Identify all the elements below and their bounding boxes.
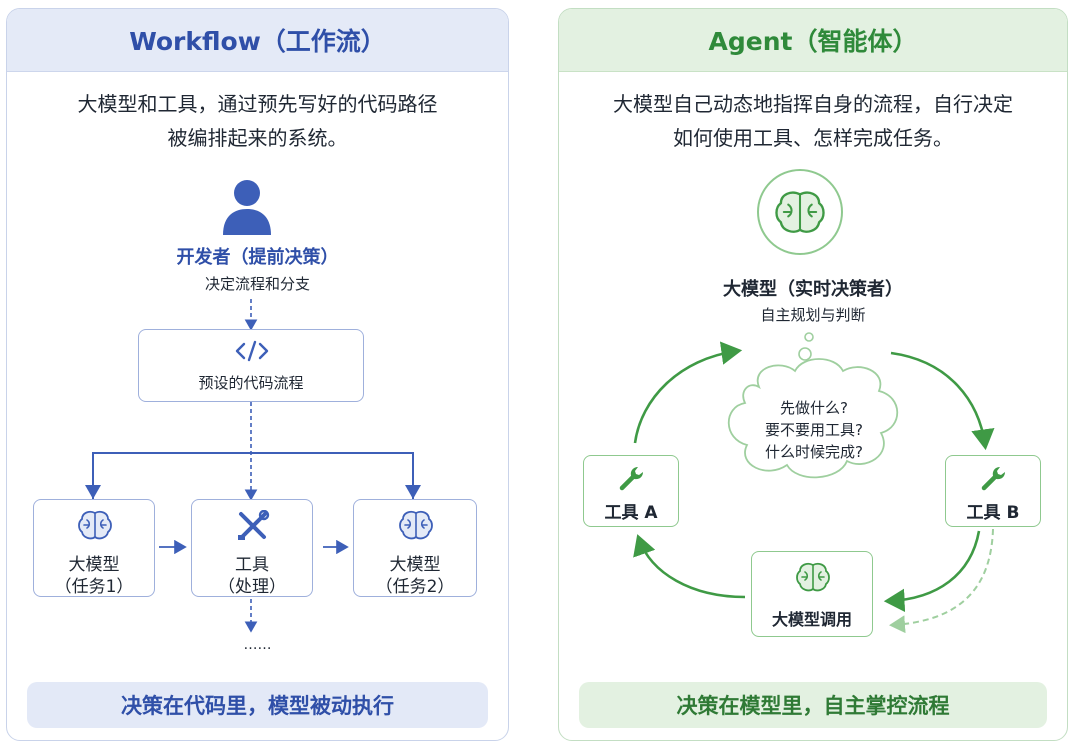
workflow-panel: Workflow（工作流） 大模型和工具，通过预先写好的代码路径 被编排起来的系… xyxy=(6,8,509,741)
node2-line1: 工具 xyxy=(235,555,269,575)
workflow-node-tool: 工具 （处理） xyxy=(191,499,313,597)
workflow-description-line1: 大模型和工具，通过预先写好的代码路径 xyxy=(77,92,438,116)
brain-icon xyxy=(399,510,433,540)
workflow-description-line2: 被编排起来的系统。 xyxy=(167,126,348,150)
agent-llm-subtitle: 自主规划与判断 xyxy=(760,306,866,324)
node3-line1: 大模型 xyxy=(389,555,441,575)
node3-line2: （任务2） xyxy=(375,577,455,597)
code-flow-box: 预设的代码流程 xyxy=(138,329,364,402)
developer-person-icon xyxy=(223,180,271,235)
llm-call-label: 大模型调用 xyxy=(771,610,852,629)
code-flow-label: 预设的代码流程 xyxy=(198,374,304,392)
agent-panel: Agent（智能体） 大模型自己动态地指挥自身的流程，自行决定 如何使用工具、怎… xyxy=(558,8,1068,741)
workflow-node-llm-task1: 大模型 （任务1） xyxy=(33,499,155,597)
developer-title: 开发者（提前决策） xyxy=(176,247,339,268)
thought-line1: 先做什么? xyxy=(780,399,848,417)
agent-tool-b: 工具 B xyxy=(945,455,1041,527)
workflow-title: Workflow（工作流） xyxy=(7,9,508,72)
tool-b-label: 工具 B xyxy=(966,503,1020,523)
brain-icon xyxy=(78,510,112,540)
agent-llm-call: 大模型调用 xyxy=(751,551,873,637)
agent-llm-circle xyxy=(757,169,843,255)
agent-cycle-connectors xyxy=(633,332,995,634)
agent-description: 大模型自己动态地指挥自身的流程，自行决定 如何使用工具、怎样完成任务。 xyxy=(559,87,1067,155)
code-brackets-icon xyxy=(235,340,269,362)
workflow-node-llm-task2: 大模型 （任务2） xyxy=(353,499,477,597)
agent-title: Agent（智能体） xyxy=(559,9,1067,72)
node1-line1: 大模型 xyxy=(68,555,120,575)
workflow-description: 大模型和工具，通过预先写好的代码路径 被编排起来的系统。 xyxy=(7,87,508,155)
workflow-ellipsis: …… xyxy=(243,637,272,653)
brain-icon xyxy=(796,562,830,592)
wrench-icon xyxy=(981,467,1005,491)
thought-line3: 什么时候完成? xyxy=(765,443,863,461)
tool-a-label: 工具 A xyxy=(604,503,658,523)
agent-description-line1: 大模型自己动态地指挥自身的流程，自行决定 xyxy=(613,92,1013,116)
node2-line2: （处理） xyxy=(218,577,286,597)
agent-footer: 决策在模型里，自主掌控流程 xyxy=(579,682,1047,728)
agent-llm-title: 大模型（实时决策者） xyxy=(723,279,903,300)
workflow-footer: 决策在代码里，模型被动执行 xyxy=(27,682,488,728)
thought-bubble-text: 先做什么? 要不要用工具? 什么时候完成? xyxy=(709,397,919,463)
tools-icon xyxy=(238,510,270,540)
agent-description-line2: 如何使用工具、怎样完成任务。 xyxy=(673,126,953,150)
agent-tool-a: 工具 A xyxy=(583,455,679,527)
workflow-connectors xyxy=(85,299,421,633)
brain-icon xyxy=(775,191,825,233)
developer-subtitle: 决定流程和分支 xyxy=(204,275,310,293)
wrench-icon xyxy=(619,467,643,491)
thought-line2: 要不要用工具? xyxy=(765,421,863,439)
node1-line2: （任务1） xyxy=(54,577,134,597)
